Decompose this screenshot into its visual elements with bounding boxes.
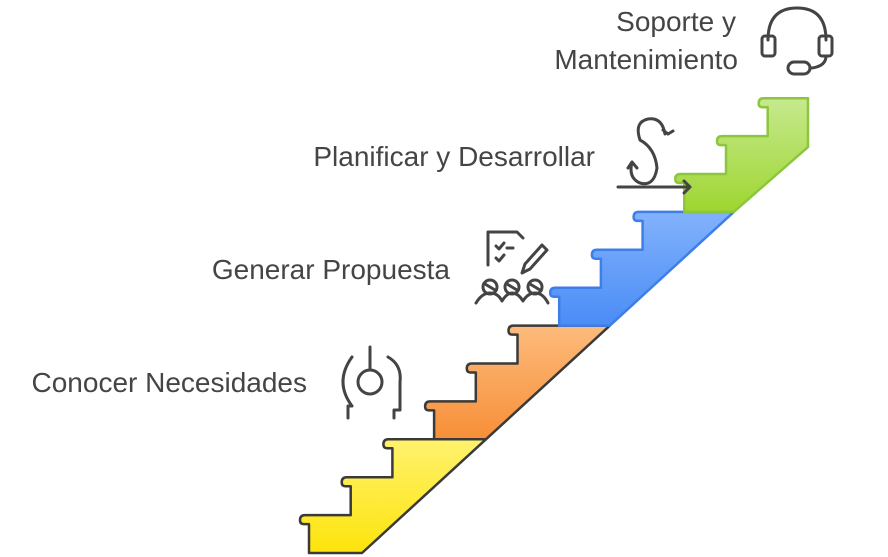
stair-section-2	[423, 324, 612, 441]
proposal-team-icon	[474, 230, 550, 305]
step-label-soporte-line2: Mantenimiento	[554, 44, 738, 75]
headset-icon	[760, 6, 834, 76]
step-label-generar-propuesta: Generar Propuesta	[211, 254, 450, 285]
step-label-planificar-desarrollar: Planificar y Desarrollar	[313, 141, 595, 172]
step-label-conocer-necesidades: Conocer Necesidades	[31, 367, 308, 398]
stair-section-3	[548, 210, 736, 327]
iteration-arrow-icon	[616, 117, 692, 195]
needs-target-icon	[341, 345, 402, 420]
stair-section-1	[298, 438, 488, 555]
stair-section-4	[674, 96, 810, 214]
step-label-soporte-line1: Soporte y	[616, 6, 736, 37]
